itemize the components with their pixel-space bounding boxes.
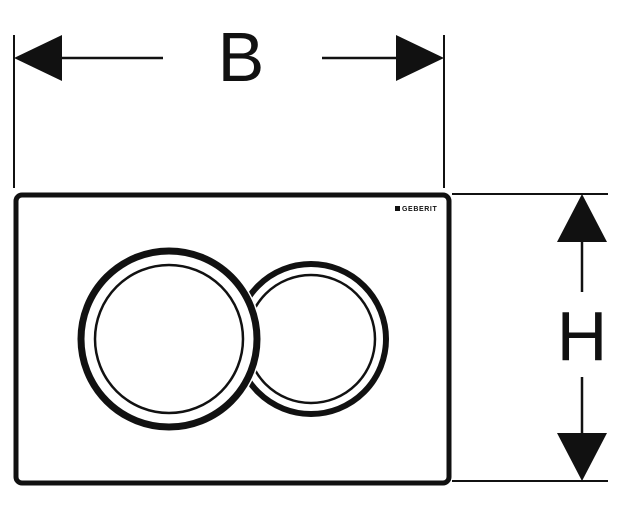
- height-arrowhead-top: [557, 194, 607, 242]
- left-flush-button[interactable]: [76, 246, 262, 432]
- right-flush-button[interactable]: [233, 261, 389, 417]
- height-label: H: [557, 297, 608, 375]
- brand-logo: GEBERIT: [395, 206, 437, 213]
- brand-logo-text: GEBERIT: [402, 206, 437, 213]
- height-dimension: H: [452, 193, 608, 482]
- width-arrowhead-left: [14, 35, 62, 81]
- brand-logo-mark: [395, 206, 400, 211]
- width-label: B: [218, 18, 265, 96]
- flush-plate: GEBERIT: [13, 192, 452, 486]
- left-button-inner-ring: [93, 263, 245, 415]
- width-arrowhead-right: [396, 35, 444, 81]
- height-arrowhead-bottom: [557, 433, 607, 481]
- width-dimension: B: [13, 18, 445, 188]
- right-button-inner-ring: [245, 273, 377, 405]
